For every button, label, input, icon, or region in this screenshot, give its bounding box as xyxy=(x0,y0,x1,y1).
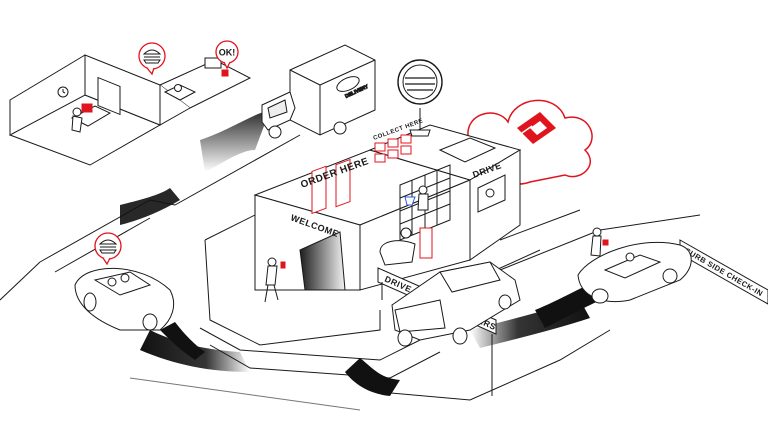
logo-sign-icon xyxy=(397,59,443,105)
welcome-door xyxy=(299,231,346,291)
delivery-van: DELIVERY xyxy=(261,44,376,139)
cashier xyxy=(400,227,412,239)
driver-right xyxy=(625,252,635,262)
curbside-bag xyxy=(602,239,609,246)
passenger-left xyxy=(120,273,130,283)
order-kiosk-1 xyxy=(311,165,327,215)
road-bottom-center xyxy=(345,358,400,396)
brand-logo-icon xyxy=(517,112,556,144)
laptop-screen xyxy=(81,103,93,113)
living-room xyxy=(159,57,252,126)
customer-phone xyxy=(280,261,286,269)
tv xyxy=(204,57,222,69)
bubble-burger-home xyxy=(138,42,166,76)
convertible-car-right xyxy=(577,227,692,304)
sign-curbside-check-in: CURB SIDE CHECK-IN xyxy=(683,246,765,298)
couch-person xyxy=(174,84,182,92)
collect-shelves xyxy=(374,134,412,163)
bubble-burger-car xyxy=(94,232,122,266)
burger-icon xyxy=(98,239,118,254)
ok-bubble-text: OK! xyxy=(219,48,236,58)
road-office-to-store xyxy=(200,110,270,172)
pre-order-kiosk xyxy=(419,227,433,259)
curbside-staff xyxy=(592,227,602,237)
order-kiosk-2 xyxy=(335,158,351,208)
road-left-drop xyxy=(160,322,205,360)
suv-drive-thru xyxy=(391,261,521,347)
walking-customer xyxy=(264,257,286,303)
driver-left xyxy=(107,277,117,287)
staff-collect xyxy=(418,185,428,195)
burger-icon xyxy=(142,49,162,64)
van-logo xyxy=(336,76,360,92)
collect-cart xyxy=(404,196,416,206)
road-left-curve xyxy=(120,188,180,225)
rooftop-unit xyxy=(438,137,497,163)
office-window xyxy=(97,76,121,116)
convertible-car-left xyxy=(74,267,175,331)
restaurant-building xyxy=(204,59,522,346)
bubble-ok: OK! xyxy=(215,40,239,70)
home-office-room xyxy=(8,54,162,166)
office-person xyxy=(72,107,82,117)
